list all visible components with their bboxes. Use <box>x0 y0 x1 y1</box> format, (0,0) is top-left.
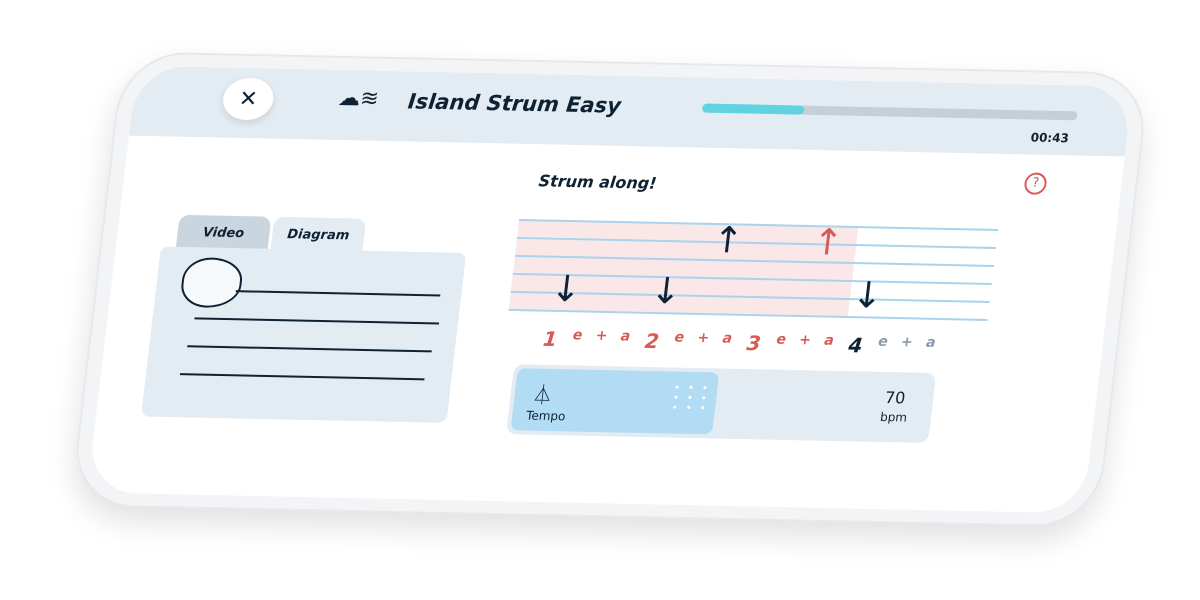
beat-count: a <box>925 334 937 351</box>
strum-pattern-staff: ↓ ↓ ↑ ↑ ↓ <box>508 218 999 325</box>
beat-count: + <box>594 327 609 345</box>
phone-device: ✕ ☁≋ Island Strum Easy 00:43 Strum along… <box>69 51 1151 528</box>
help-button[interactable]: ? <box>1023 172 1048 195</box>
lesson-title: Island Strum Easy <box>406 89 623 118</box>
string-line <box>179 373 425 380</box>
wind-strum-icon: ☁≋ <box>336 85 381 112</box>
metronome-icon: ⏃ <box>531 382 555 408</box>
up-strum-arrow: ↑ <box>710 220 746 262</box>
beat-count: a <box>721 330 733 347</box>
beat-count: e <box>877 333 889 350</box>
tempo-label: Tempo <box>525 408 567 424</box>
beat-count: a <box>823 332 835 349</box>
progress-fill <box>701 103 805 115</box>
tempo-button[interactable]: ⏃ Tempo <box>510 368 720 435</box>
close-icon: ✕ <box>237 86 259 112</box>
guitar-pick-icon <box>178 257 245 309</box>
beat-count: + <box>900 334 914 351</box>
strum-video-panel <box>141 246 467 423</box>
beat-count: 4 <box>847 333 864 358</box>
beat-count: 3 <box>745 330 763 356</box>
header: ✕ ☁≋ Island Strum Easy 00:43 <box>128 65 1133 157</box>
down-strum-arrow: ↓ <box>548 268 584 311</box>
up-strum-arrow-active: ↑ <box>810 222 846 264</box>
beat-count: 1 <box>541 326 559 352</box>
beat-count: e <box>571 327 584 344</box>
close-button[interactable]: ✕ <box>220 77 276 121</box>
progress-bar <box>701 103 1078 121</box>
down-strum-arrow: ↓ <box>648 270 684 313</box>
beat-count: e <box>673 329 686 346</box>
beat-count: + <box>696 329 711 347</box>
drag-handle[interactable] <box>673 385 709 410</box>
beat-count: e <box>775 331 787 348</box>
string-line <box>235 290 441 296</box>
screen: ✕ ☁≋ Island Strum Easy 00:43 Strum along… <box>87 65 1133 514</box>
tempo-value: 70 <box>883 388 907 408</box>
beat-count: + <box>798 332 812 349</box>
down-strum-arrow: ↓ <box>849 275 885 317</box>
tempo-control[interactable]: ⏃ Tempo 70 bpm <box>506 364 937 444</box>
question-circle-icon: ? <box>1031 175 1040 191</box>
tempo-unit: bpm <box>879 409 908 425</box>
beat-count: a <box>619 328 632 345</box>
string-line <box>187 345 432 352</box>
elapsed-time: 00:43 <box>1029 130 1070 146</box>
prompt-text: Strum along! <box>537 171 658 193</box>
string-line <box>194 317 440 324</box>
beat-count: 2 <box>643 328 661 354</box>
